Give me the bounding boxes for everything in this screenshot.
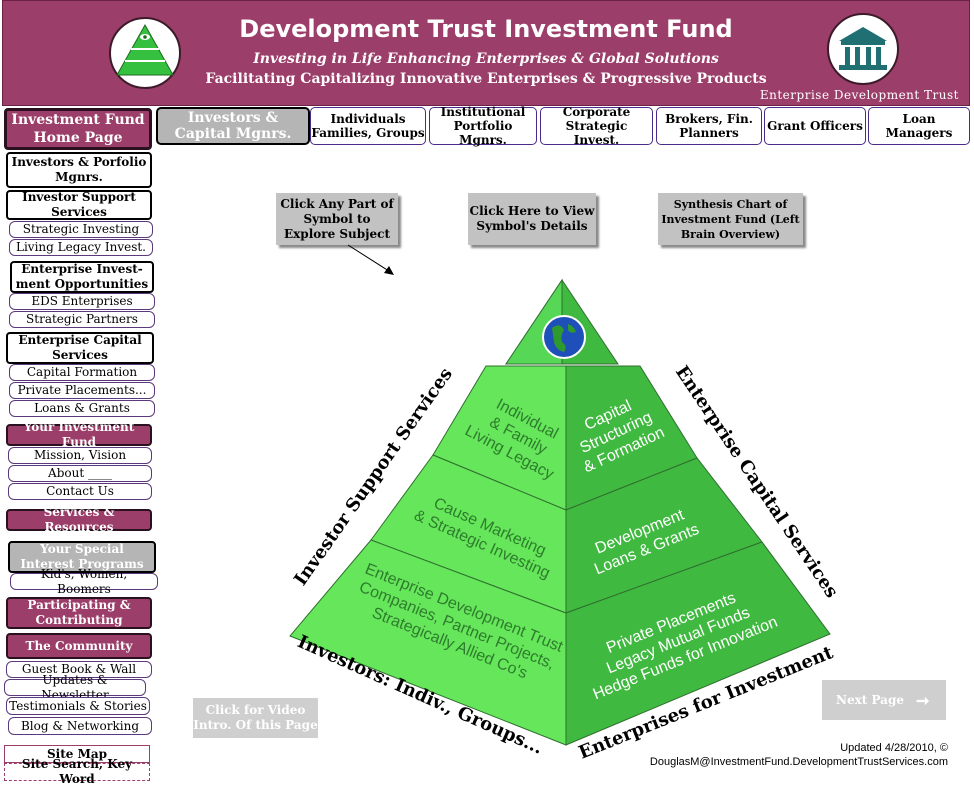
- sidebar-eds-enterprises[interactable]: EDS Enterprises: [9, 293, 155, 310]
- sidebar-participating[interactable]: Participating & Contributing: [6, 597, 152, 629]
- next-page-button[interactable]: Next Page ➞: [822, 680, 946, 720]
- tab-loan-managers[interactable]: Loan Managers: [868, 107, 970, 145]
- sidebar-testimonials[interactable]: Testimonials & Stories: [6, 697, 150, 715]
- tab-corporate-strategic[interactable]: Corporate Strategic Invest.: [540, 105, 653, 147]
- globe-icon[interactable]: [542, 315, 586, 359]
- sidebar-about[interactable]: About ____: [8, 465, 152, 482]
- sidebar-private-placements[interactable]: Private Placements...: [9, 382, 155, 399]
- sidebar-home-link[interactable]: Investment Fund Home Page: [4, 108, 152, 150]
- sidebar-guest-book[interactable]: Guest Book & Wall: [6, 661, 152, 678]
- bank-building-icon: [839, 27, 887, 70]
- sidebar-investors[interactable]: Investors & Porfolio Mgnrs.: [6, 152, 152, 188]
- sidebar-capital-services[interactable]: Enterprise Capital Services: [6, 332, 154, 364]
- sidebar-strategic-partners[interactable]: Strategic Partners: [9, 311, 155, 328]
- pyramid-logo[interactable]: [109, 17, 181, 89]
- footer-email[interactable]: DouglasM@InvestmentFund.DevelopmentTrust…: [649, 756, 948, 768]
- synthesis-chart-button[interactable]: Synthesis Chart of Investment Fund (Left…: [658, 193, 803, 245]
- site-title: Development Trust Investment Fund: [239, 15, 733, 43]
- tab-individuals-families[interactable]: Individuals Families, Groups: [310, 107, 426, 145]
- sidebar-blog-networking[interactable]: Blog & Networking: [8, 717, 152, 735]
- arrow-right-icon: ➞: [915, 690, 930, 710]
- footer: Updated 4/28/2010, © DouglasM@Investment…: [650, 741, 948, 769]
- tab-brokers-planners[interactable]: Brokers, Fin. Planners: [656, 107, 762, 145]
- sidebar-living-legacy[interactable]: Living Legacy Invest.: [9, 239, 153, 256]
- sidebar-community[interactable]: The Community: [6, 633, 152, 659]
- video-intro-button[interactable]: Click for Video Intro. Of this Page: [193, 698, 318, 738]
- next-page-label: Next Page: [836, 692, 904, 707]
- sidebar-capital-formation[interactable]: Capital Formation: [9, 364, 155, 381]
- sidebar-mission[interactable]: Mission, Vision: [8, 447, 152, 464]
- pyramid-icon: [116, 23, 174, 76]
- sidebar-strategic-investing[interactable]: Strategic Investing: [9, 221, 153, 238]
- trust-logo[interactable]: [827, 13, 899, 85]
- tab-grant-officers[interactable]: Grant Officers: [764, 107, 866, 145]
- tab-investors-capital-managers[interactable]: Investors & Capital Mgnrs.: [156, 107, 310, 145]
- header-banner: Development Trust Investment Fund Invest…: [2, 0, 970, 106]
- footer-updated: Updated 4/28/2010, ©: [840, 742, 948, 754]
- sidebar-site-map[interactable]: Site Map: [4, 745, 150, 763]
- org-name: Enterprise Development Trust: [759, 88, 959, 102]
- sidebar-your-fund[interactable]: Your Investment Fund: [6, 420, 152, 449]
- explore-hint-box[interactable]: Click Any Part of Symbol to Explore Subj…: [276, 193, 398, 245]
- sidebar-loans-grants[interactable]: Loans & Grants: [9, 400, 155, 417]
- pointer-arrowhead: [384, 266, 394, 275]
- right-tier-3[interactable]: [565, 541, 831, 746]
- sidebar-services-resources[interactable]: Services & Resources: [6, 505, 152, 534]
- sidebar-enterprise-opportunities[interactable]: Enterprise Invest-ment Opportunities: [10, 261, 154, 293]
- sidebar-investor-support[interactable]: Investor Support Services: [6, 190, 152, 220]
- site-subtitle: Investing in Life Enhancing Enterprises …: [253, 51, 719, 67]
- pointer-line: [347, 244, 393, 274]
- tab-institutional-portfolio[interactable]: Institutional Portfolio Mgnrs.: [429, 105, 537, 147]
- site-tagline: Facilitating Capitalizing Innovative Ent…: [205, 71, 767, 87]
- sidebar-special-programs[interactable]: Your Special Interest Programs: [8, 541, 156, 573]
- view-details-button[interactable]: Click Here to View Symbol's Details: [468, 193, 596, 245]
- sidebar-contact[interactable]: Contact Us: [8, 483, 152, 500]
